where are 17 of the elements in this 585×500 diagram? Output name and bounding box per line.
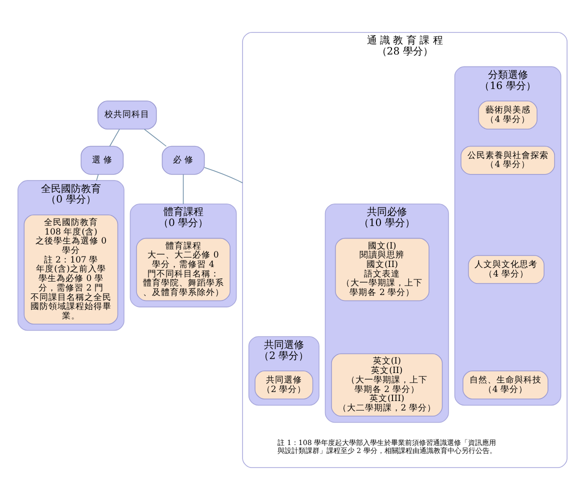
node-box: 藝術與美感 （4 學分）	[478, 100, 538, 130]
connector	[204, 167, 243, 184]
node-box: 體育課程 大一、大二必修 0 學分，需修習 4 門不同科目名稱：體育學院、舞蹈學系、及體育學系除外）	[136, 238, 230, 302]
node-box: 校共同科目	[97, 100, 157, 130]
node-box: 自然、生命與科技 （4 學分）	[462, 370, 548, 400]
node-box: 人文與文化思考 （4 學分）	[468, 255, 544, 284]
node-box: 英文(I) 英文(II) （大一學期課，上下學期各 2 學分） 英文(III) （大二學期課，2 學分）	[331, 353, 443, 417]
connector	[144, 128, 167, 147]
connector	[109, 128, 120, 147]
node-box: 國文(I) 閱讀與思辨 國文(II) 語文表達 （大一學期課，上下學期各 2 學分）	[335, 238, 430, 302]
node-box: 必 修	[162, 146, 205, 175]
node-box: 選 修	[80, 146, 124, 175]
node-box: 公民素養與社會探索 （4 學分）	[460, 146, 555, 175]
node-box: 共同選修 （2 學分）	[254, 370, 314, 400]
connector	[182, 174, 184, 204]
node-box: 全民國防教育 108 年度(含)之後學生為選修 0 學分 註 2：107 學年度(含)之前入學學生為必修 0 學分，需修習 2 門不同課目名稱之全民國防領域課程始得畢業。	[24, 214, 118, 324]
connector	[96, 174, 99, 181]
